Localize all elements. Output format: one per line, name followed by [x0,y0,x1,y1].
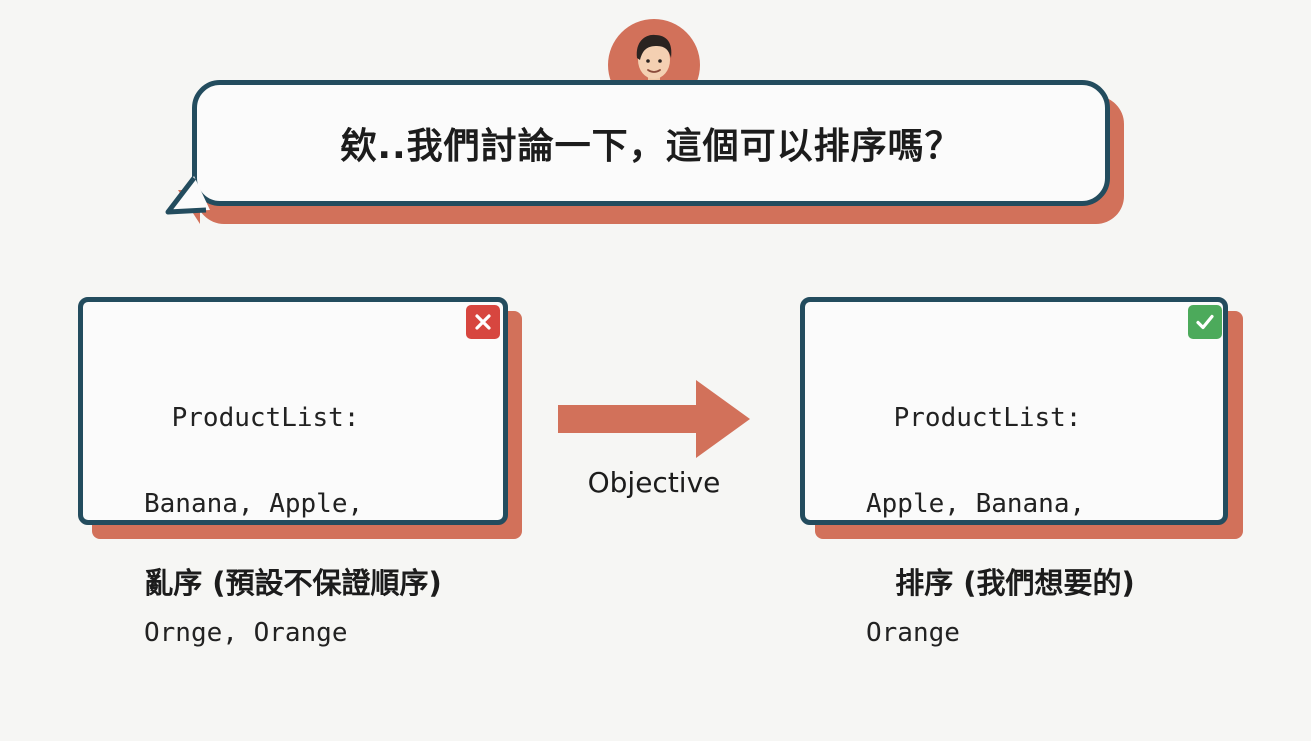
arrow-label: Objective [587,466,721,499]
code-line: ProductList: [893,403,1082,433]
code-line: Ornge, Orange [144,618,348,648]
x-mark-icon [466,305,500,339]
code-line: Orange [866,618,960,648]
sorted-code: ProductList: Apple, Banana, Orange [831,354,1085,741]
code-line: Banana, Apple, [144,489,364,519]
sorted-code-box: ProductList: Apple, Banana, Orange [800,297,1228,648]
code-line: ProductList: [171,403,360,433]
unsorted-caption: 亂序 (預設不保證順序) [144,566,442,600]
code-line: Apple, Banana, [866,489,1086,519]
unsorted-code: ProductList: Banana, Apple, Ornge, Orang… [109,354,363,741]
speech-bubble: 欸..我們討論一下，這個可以排序嗎？ [192,80,1110,206]
unsorted-code-box: ProductList: Banana, Apple, Ornge, Orang… [78,297,508,648]
check-mark-icon [1188,305,1222,339]
sorted-caption: 排序 (我們想要的) [895,566,1135,600]
arrow-right-icon [558,380,750,458]
speech-bubble-text: 欸..我們討論一下，這個可以排序嗎？ [340,126,962,167]
speech-bubble-tail [165,176,210,215]
